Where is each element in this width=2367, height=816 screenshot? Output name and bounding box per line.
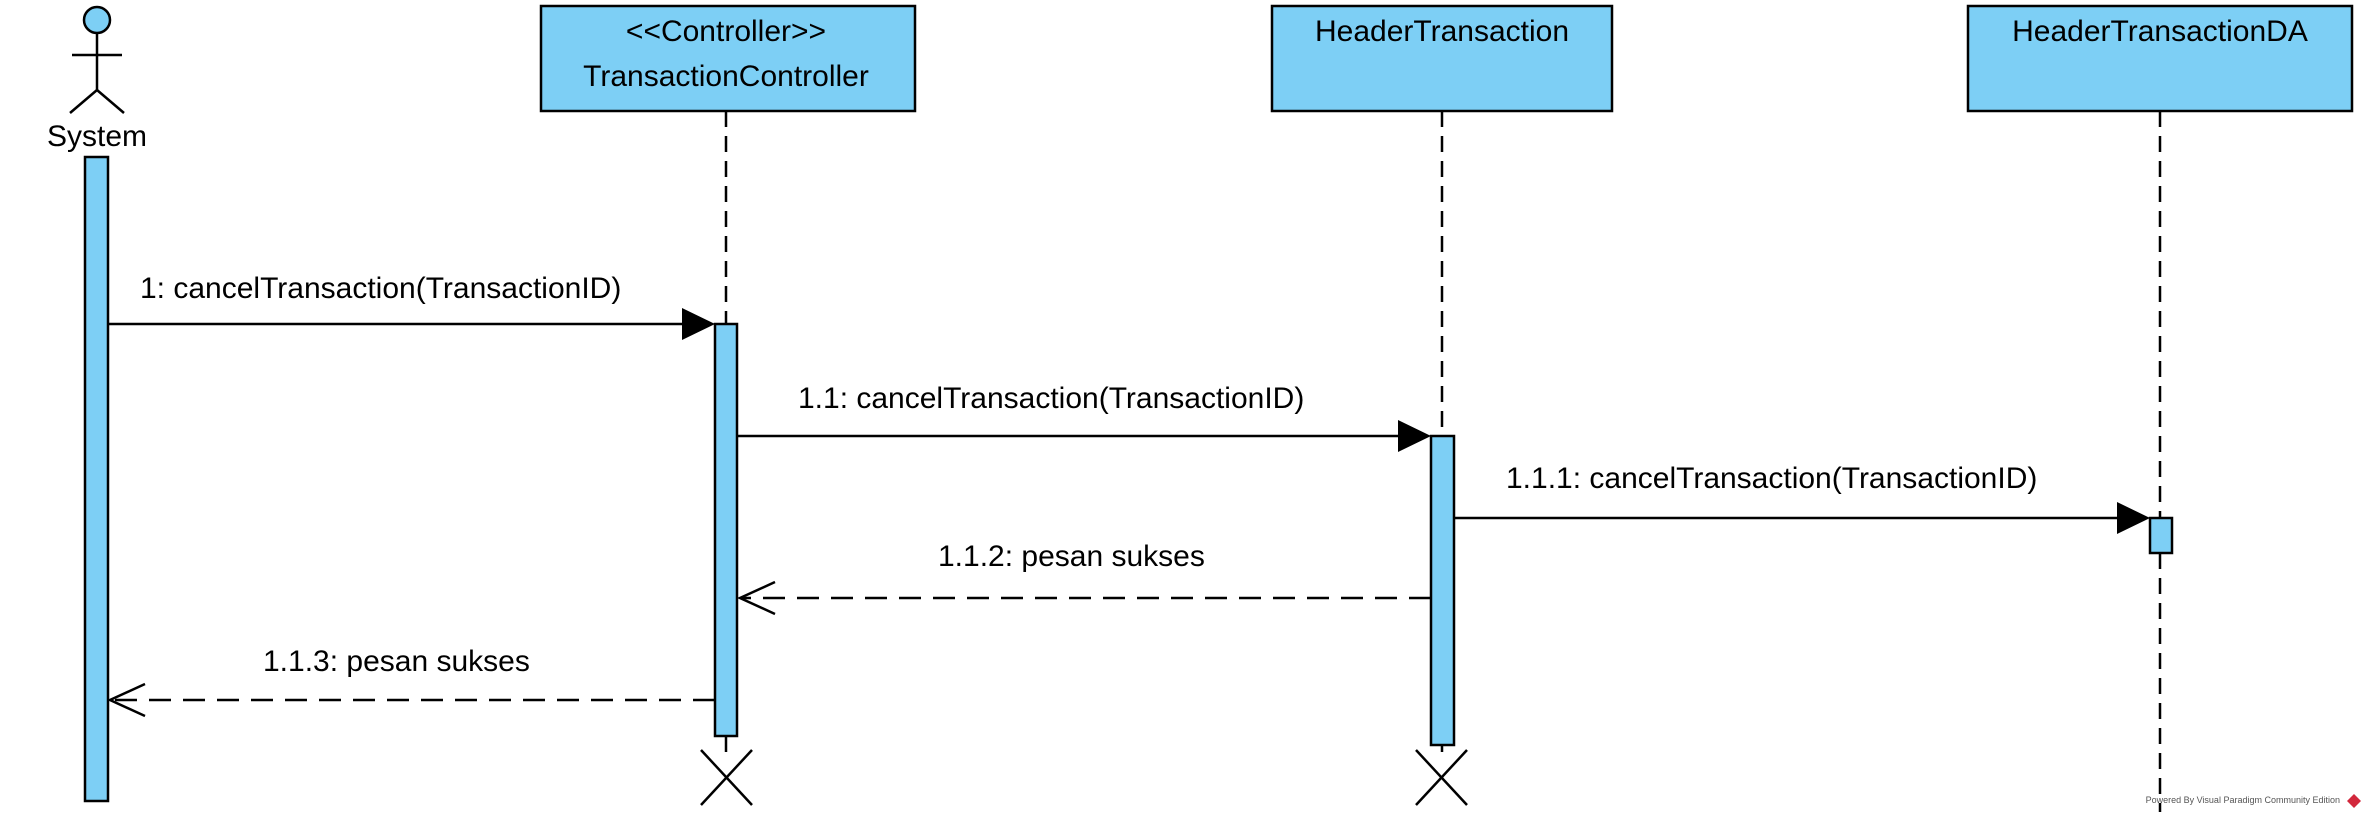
lifeline-header-transaction: HeaderTransaction bbox=[1270, 4, 1614, 806]
message-label: 1.1: cancelTransaction(TransactionID) bbox=[798, 382, 1304, 415]
open-arrowhead-icon bbox=[736, 580, 776, 616]
message-label: 1.1.3: pesan sukses bbox=[263, 645, 530, 678]
lifeline-transaction-controller: <<Controller>> TransactionController bbox=[539, 4, 917, 806]
actor-system: System bbox=[47, 5, 147, 153]
activation-controller bbox=[713, 322, 739, 738]
lifeline-head-header bbox=[1270, 4, 1614, 113]
lifeline-name: TransactionController bbox=[583, 60, 869, 93]
destroy-icon-header bbox=[1415, 749, 1468, 806]
stereotype-label: <<Controller>> bbox=[626, 15, 826, 48]
message-1-1-3: 1.1.3: pesan sukses bbox=[106, 645, 715, 718]
actor-head-icon bbox=[82, 5, 112, 35]
watermark-text: Powered By Visual Paradigm Community Edi… bbox=[2146, 795, 2340, 805]
filled-arrowhead-icon bbox=[2117, 502, 2150, 534]
lifeline-head-da bbox=[1966, 4, 2354, 113]
vp-logo-icon bbox=[2347, 794, 2361, 808]
filled-arrowhead-icon bbox=[1398, 420, 1431, 452]
watermark: Powered By Visual Paradigm Community Edi… bbox=[2146, 794, 2361, 808]
lifeline-name: HeaderTransaction bbox=[1315, 15, 1569, 48]
message-1-1-1: 1.1.1: cancelTransaction(TransactionID) bbox=[1454, 462, 2150, 534]
message-1-1-2: 1.1.2: pesan sukses bbox=[736, 540, 1431, 616]
open-arrowhead-icon bbox=[106, 682, 146, 718]
lifeline-head-controller bbox=[539, 4, 917, 113]
message-label: 1: cancelTransaction(TransactionID) bbox=[140, 272, 621, 305]
activation-da bbox=[2148, 516, 2174, 555]
message-1: 1: cancelTransaction(TransactionID) bbox=[108, 272, 715, 340]
destroy-icon-controller bbox=[700, 749, 753, 806]
lifeline-header-transaction-da: HeaderTransactionDA bbox=[1966, 4, 2354, 812]
activation-system bbox=[83, 155, 110, 803]
filled-arrowhead-icon bbox=[682, 308, 715, 340]
activation-header bbox=[1429, 434, 1456, 747]
actor-label: System bbox=[47, 120, 147, 153]
message-label: 1.1.1: cancelTransaction(TransactionID) bbox=[1506, 462, 2037, 495]
lifeline-name: HeaderTransactionDA bbox=[2012, 15, 2308, 48]
message-label: 1.1.2: pesan sukses bbox=[938, 540, 1205, 573]
message-1-1: 1.1: cancelTransaction(TransactionID) bbox=[737, 382, 1431, 452]
